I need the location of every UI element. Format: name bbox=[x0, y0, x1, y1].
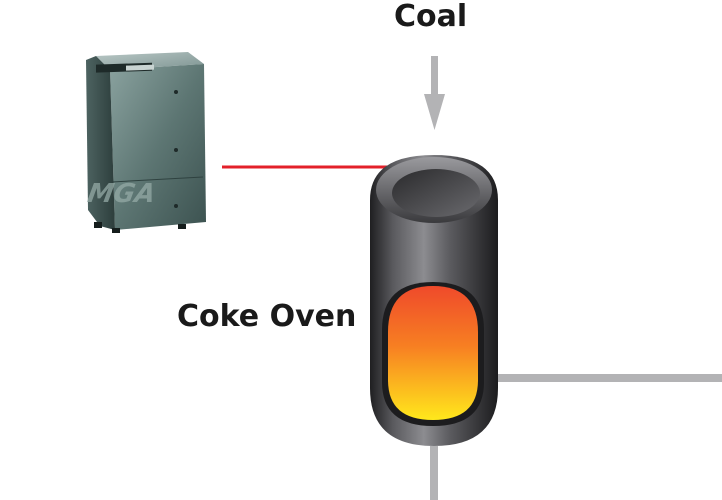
outlet-pipe-bottom bbox=[430, 446, 438, 500]
coke-oven-icon bbox=[370, 155, 498, 446]
analyzer-logo: MGA bbox=[85, 179, 158, 209]
coke-oven-label: Coke Oven bbox=[177, 299, 356, 334]
analyzer-cabinet-icon: MGA bbox=[85, 52, 206, 233]
arrow-down-icon bbox=[424, 56, 445, 130]
outlet-pipe-right bbox=[490, 374, 722, 382]
coal-label: Coal bbox=[394, 0, 467, 34]
